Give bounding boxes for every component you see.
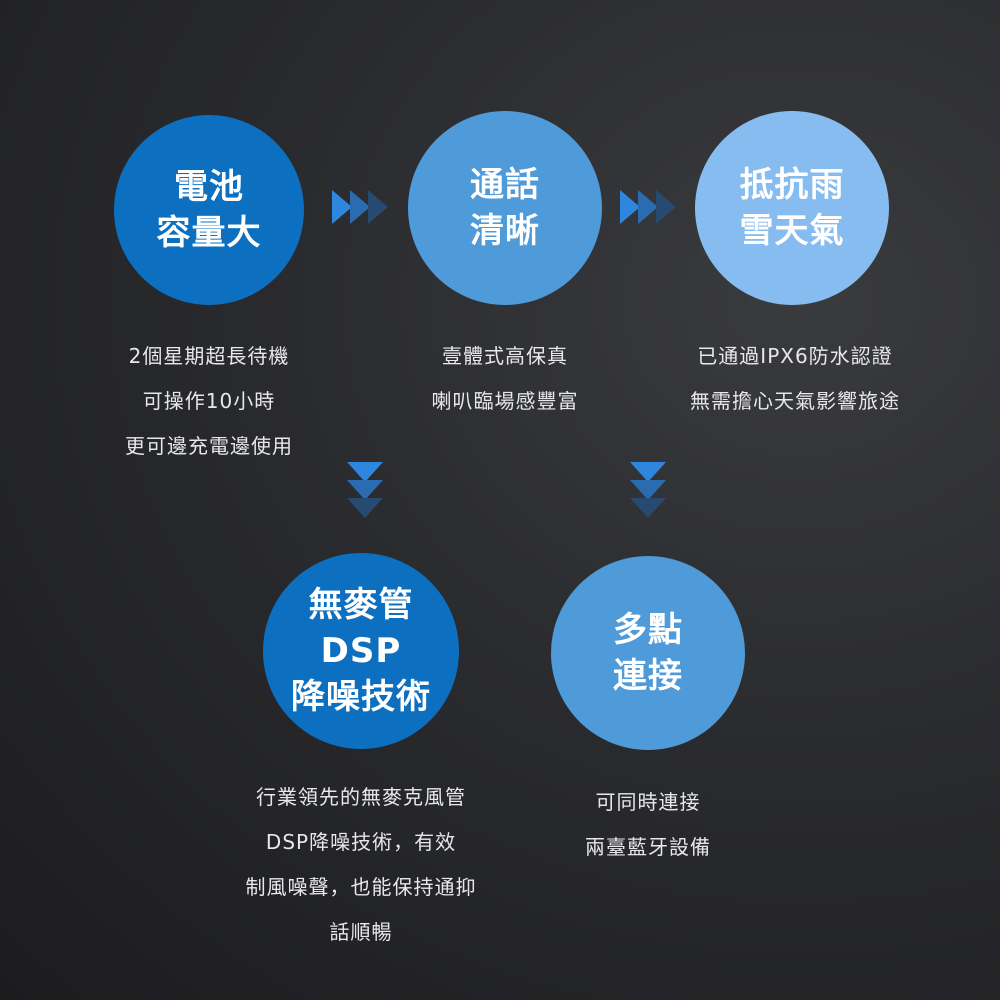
desc-line: 可操作10小時 — [142, 389, 276, 413]
desc-line: 壹體式高保真 — [442, 344, 568, 368]
desc-line: 喇叭臨場感豐富 — [431, 389, 579, 413]
chevron-down-icon — [347, 498, 383, 518]
feature-title-line: 清晰 — [470, 211, 540, 251]
triple-chevron-down-icon — [630, 462, 666, 518]
desc-line: 行業領先的無麥克風管 — [256, 785, 466, 809]
desc-line: 無需擔心天氣影響旅途 — [690, 389, 900, 413]
triple-chevron-right-icon — [332, 190, 388, 224]
chevron-right-icon — [656, 190, 676, 224]
desc-line: 話順暢 — [329, 920, 393, 944]
chevron-right-icon — [620, 190, 640, 224]
triple-chevron-right-icon — [620, 190, 676, 224]
feature-title-line: 多點 — [613, 610, 683, 650]
chevron-down-icon — [630, 498, 666, 518]
chevron-down-icon — [347, 480, 383, 500]
feature-circle-dsp-noise-reduction: 無麥管 DSP 降噪技術 — [263, 553, 459, 749]
feature-circle-weather-resistant: 抵抗雨 雪天氣 — [695, 111, 889, 305]
feature-title-line: 電池 — [174, 167, 244, 207]
chevron-right-icon — [368, 190, 388, 224]
feature-desc-weather-resistant: 已通過IPX6防水認證 無需擔心天氣影響旅途 — [660, 334, 930, 424]
desc-line: 2個星期超長待機 — [128, 344, 290, 368]
chevron-down-icon — [630, 480, 666, 500]
feature-title-line: 容量大 — [156, 213, 262, 253]
feature-desc-call-clarity: 壹體式高保真 喇叭臨場感豐富 — [385, 334, 625, 424]
chevron-right-icon — [332, 190, 352, 224]
chevron-right-icon — [350, 190, 370, 224]
feature-circle-call-clarity: 通話 清晰 — [408, 111, 602, 305]
feature-title-line: 抵抗雨 — [739, 165, 845, 205]
feature-circle-multipoint: 多點 連接 — [551, 556, 745, 750]
desc-line: 已通過IPX6防水認證 — [697, 344, 893, 368]
feature-title-line: 降噪技術 — [291, 677, 431, 717]
feature-title-line: 無麥管 — [308, 585, 414, 625]
chevron-down-icon — [630, 462, 666, 482]
desc-line: DSP降噪技術，有效 — [265, 830, 457, 854]
desc-line: 兩臺藍牙設備 — [585, 835, 711, 859]
feature-title-line: 連接 — [613, 656, 683, 696]
feature-desc-dsp-noise-reduction: 行業領先的無麥克風管 DSP降噪技術，有效 制風噪聲，也能保持通抑 話順暢 — [216, 775, 506, 955]
desc-line: 可同時連接 — [595, 790, 701, 814]
chevron-right-icon — [638, 190, 658, 224]
triple-chevron-down-icon — [347, 462, 383, 518]
desc-line: 更可邊充電邊使用 — [125, 434, 293, 458]
feature-desc-multipoint: 可同時連接 兩臺藍牙設備 — [538, 780, 758, 870]
chevron-down-icon — [347, 462, 383, 482]
feature-desc-battery: 2個星期超長待機 可操作10小時 更可邊充電邊使用 — [94, 334, 324, 469]
feature-title-line: 通話 — [470, 165, 540, 205]
feature-circle-battery: 電池 容量大 — [114, 115, 304, 305]
desc-line: 制風噪聲，也能保持通抑 — [245, 875, 477, 899]
feature-title-line: DSP — [320, 631, 402, 671]
feature-title-line: 雪天氣 — [739, 211, 845, 251]
